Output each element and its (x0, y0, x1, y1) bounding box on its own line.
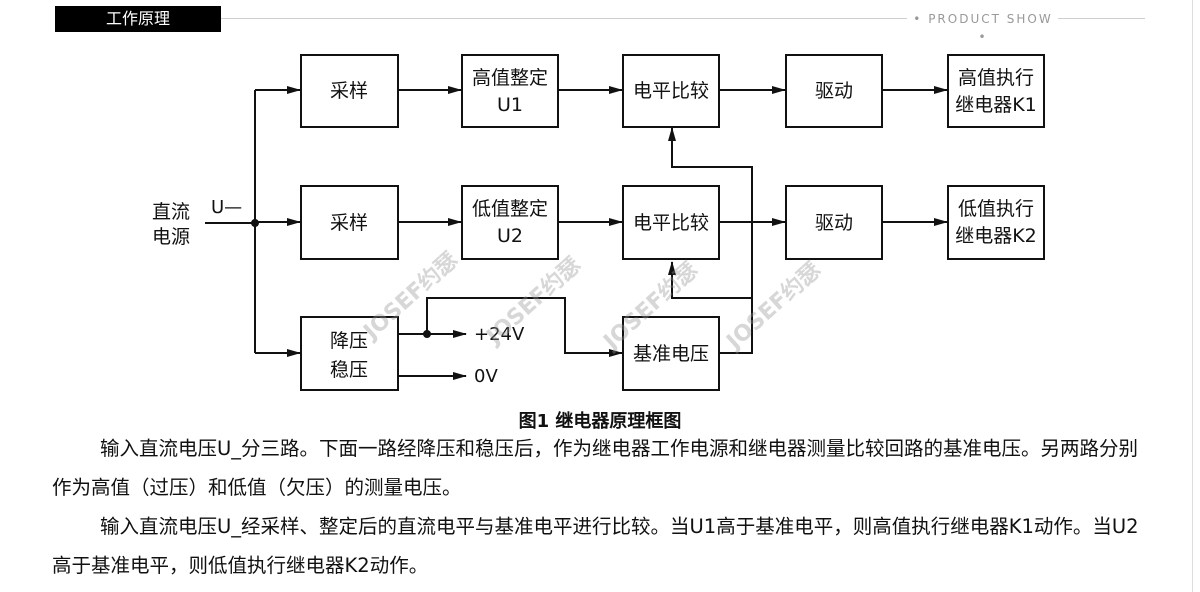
label-source-2: 电源 (152, 226, 190, 248)
box-drive1 (785, 54, 883, 128)
paragraph-2-text: 输入直流电压U_经采样、整定后的直流电平与基准电平进行比较。当U1高于基准电平，… (52, 515, 1139, 577)
label-regulator-2: 稳压 (330, 359, 368, 381)
label-input: U— (211, 197, 242, 218)
label-setpoint-low-2: U2 (497, 225, 523, 247)
watermark-2: JOSEF约瑟 (480, 252, 586, 351)
right-border (1192, 0, 1193, 592)
box-drive2 (785, 185, 883, 260)
header-rule-right (1058, 18, 1145, 19)
box-regulator (300, 316, 399, 391)
dot-right: • (978, 30, 988, 44)
label-relay-high-2: 继电器K1 (955, 94, 1037, 116)
figure-caption: 图1 继电器原理框图 (518, 411, 682, 432)
label-drive1: 驱动 (815, 80, 853, 102)
label-regulator-1: 降压 (330, 330, 368, 352)
header-rule-left (221, 18, 907, 19)
label-source-1: 直流 (152, 201, 190, 223)
product-show-text: PRODUCT SHOW (928, 12, 1053, 26)
box-relay-low (947, 185, 1045, 260)
label-sample1: 采样 (330, 80, 368, 102)
wire-ref-compare1 (668, 127, 753, 354)
label-setpoint-high-2: U1 (497, 94, 523, 116)
label-setpoint-low-1: 低值整定 (472, 198, 548, 220)
section-tab: 工作原理 (55, 6, 221, 32)
label-relay-low-1: 低值执行 (958, 198, 1034, 220)
paragraph-2: 输入直流电压U_经采样、整定后的直流电平与基准电平进行比较。当U1高于基准电平，… (52, 507, 1152, 585)
label-relay-low-2: 继电器K2 (955, 225, 1037, 247)
dot-left: • (913, 12, 929, 26)
watermark-1: JOSEF约瑟 (357, 247, 463, 346)
box-setpoint-high (461, 54, 559, 128)
product-show-label: • PRODUCT SHOW • (908, 10, 1058, 44)
label-compare1: 电平比较 (633, 80, 709, 102)
label-sample2: 采样 (330, 212, 368, 234)
box-sample1 (300, 54, 399, 128)
label-compare2: 电平比较 (633, 212, 709, 234)
paragraph-1-text: 输入直流电压U_分三路。下面一路经降压和稳压后，作为继电器工作电源和继电器测量比… (52, 437, 1139, 499)
label-setpoint-high-1: 高值整定 (472, 67, 548, 89)
label-reference: 基准电压 (633, 343, 709, 365)
wire-to-reference (426, 297, 623, 357)
box-relay-high (947, 54, 1045, 128)
label-relay-high-1: 高值执行 (958, 67, 1034, 89)
box-compare2 (622, 185, 720, 260)
block-diagram: 采样 采样 降压 稳压 高值整定 U1 低值整定 U2 电平比较 电平比较 基准… (152, 54, 1045, 391)
label-plus24: +24V (474, 324, 525, 345)
wire-ref-compare2 (668, 261, 752, 299)
box-setpoint-low (461, 185, 559, 260)
box-sample2 (300, 185, 399, 260)
watermark-4: JOSEF约瑟 (720, 257, 826, 356)
box-compare1 (622, 54, 720, 128)
box-reference (622, 316, 720, 391)
label-drive2: 驱动 (815, 212, 853, 234)
paragraph-1: 输入直流电压U_分三路。下面一路经降压和稳压后，作为继电器工作电源和继电器测量比… (52, 429, 1152, 507)
label-0v: 0V (474, 366, 498, 387)
